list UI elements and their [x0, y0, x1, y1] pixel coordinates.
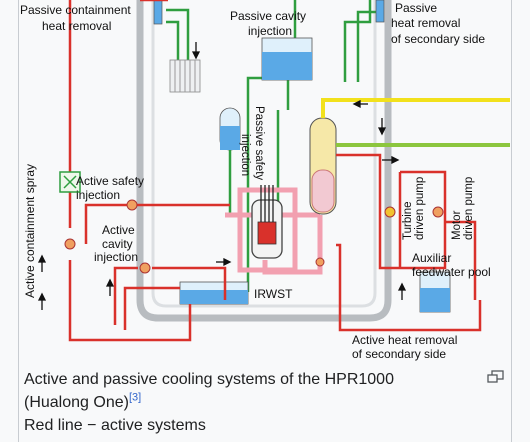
label-active-heat-removal-2: of secondary side [352, 347, 446, 361]
label-motor-pump-2: driven pump [463, 177, 475, 240]
label-active-safety-2: injection [76, 188, 120, 202]
heat-exchanger [169, 59, 201, 93]
label-passive-secondary-2: heat removal [391, 16, 460, 30]
passive-cavity-lines [246, 0, 297, 292]
passive-containment-tank [153, 0, 163, 25]
label-active-cavity-2: cavity [102, 237, 133, 251]
label-passive-secondary-3: of secondary side [391, 32, 485, 46]
caption-line-1: Active and passive cooling systems of th… [24, 371, 394, 388]
label-passive-safety-1: Passive safety [253, 106, 265, 180]
flow-arrows [37, 42, 407, 310]
label-passive-cavity-2: injection [248, 24, 292, 38]
cooling-systems-diagram: Passive containment heat removal Passive… [20, 0, 510, 361]
steam-generator-bottom [311, 169, 335, 213]
label-auxiliar-feedwater-1: Auxiliar [412, 251, 451, 265]
figure-caption: Active and passive cooling systems of th… [24, 368, 494, 437]
active-secondary-loop [336, 153, 482, 332]
spray-pump-icon [64, 238, 76, 250]
label-active-safety-1: Active safety [76, 174, 144, 188]
label-passive-safety-2: injection [239, 134, 251, 176]
reactor-core [257, 221, 277, 245]
label-active-cavity-3: injection [94, 250, 138, 264]
active-cavity-injection-line [113, 266, 227, 330]
active-safety-injection-line [84, 203, 230, 244]
main-steam-line [321, 98, 510, 118]
label-turbine-pump-2: driven pump [414, 177, 426, 240]
label-passive-containment-1: Passive containment [20, 3, 131, 17]
label-auxiliar-feedwater-2: feedwater pool [412, 265, 491, 279]
safety-injection-water [220, 126, 240, 150]
label-irwst: IRWST [254, 287, 293, 301]
safety-injection-pump-icon [126, 199, 138, 211]
enlarge-icon[interactable] [487, 370, 505, 384]
label-active-cavity-1: Active [102, 223, 135, 237]
containment-wall [136, 0, 392, 322]
passive-secondary-tank [375, 0, 385, 23]
label-passive-cavity-1: Passive cavity [230, 9, 306, 23]
feedwater-pool-water [420, 288, 450, 312]
caption-line-2: (Hualong One)[3] [24, 391, 494, 414]
reactor-cavity [237, 187, 298, 273]
caption-subtitle: (Hualong One) [24, 394, 129, 411]
reference-link[interactable]: [3] [128, 391, 142, 404]
label-motor-pump-1: Motor [451, 210, 463, 240]
motor-pump-icon [432, 206, 444, 218]
label-active-containment-spray: Active containment spray [23, 164, 37, 298]
passive-cavity-water [262, 52, 312, 80]
cavity-injection-pump-icon [139, 262, 151, 274]
irwst-water [180, 290, 248, 304]
caption-line-3: Red line − active systems [24, 417, 206, 434]
label-passive-containment-2: heat removal [42, 19, 111, 33]
turbine-pump-icon [384, 206, 396, 218]
irwst-valve-icon [315, 257, 325, 267]
containment-inner-wall [151, 0, 377, 308]
label-active-heat-removal-1: Active heat removal [352, 333, 457, 347]
spray-heat-exchanger-icon [59, 171, 81, 193]
label-turbine-pump-1: Turbine [402, 201, 414, 240]
control-rods [260, 185, 274, 222]
label-passive-secondary-1: Passive [395, 1, 437, 15]
